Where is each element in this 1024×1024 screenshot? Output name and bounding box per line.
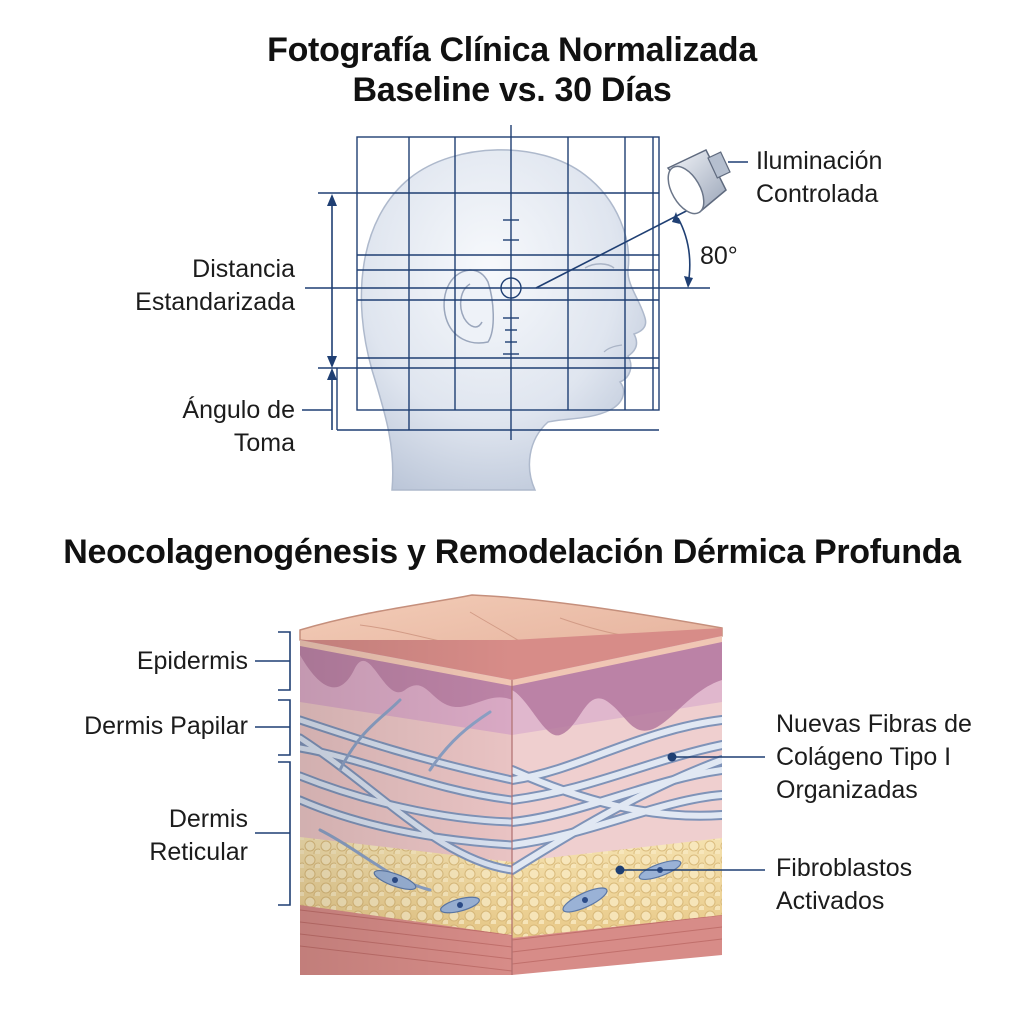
framing-grid <box>318 125 710 440</box>
fibroblasts-annotation: Fibroblastos Activados <box>776 854 913 915</box>
annotation-leaders <box>615 752 765 875</box>
distance-arrow <box>305 194 345 430</box>
title-line-2: Baseline vs. 30 Días <box>352 71 672 109</box>
angle-value: 80° <box>700 242 738 270</box>
angle-label: Ángulo de Toma <box>182 396 295 457</box>
page-title: Fotografía Clínica Normalizada Baseline … <box>0 30 1024 110</box>
papillary-dermis-label: Dermis Papilar <box>84 712 248 740</box>
head-profile <box>360 149 647 491</box>
lamp-icon <box>666 149 748 215</box>
layer-brackets <box>255 631 291 906</box>
title-line-1: Fotografía Clínica Normalizada <box>267 31 757 69</box>
skin-block <box>299 594 723 975</box>
reticular-dermis-label: Dermis Reticular <box>149 805 248 866</box>
lighting-label: Iluminación Controlada <box>756 147 883 208</box>
collagen-annotation: Nuevas Fibras de Colágeno Tipo I Organiz… <box>776 710 972 804</box>
lighting-ray <box>535 204 699 289</box>
center-crosshair <box>500 219 522 355</box>
section-title: Neocolagenogénesis y Remodelación Dérmic… <box>63 533 961 571</box>
epidermis-label: Epidermis <box>136 647 248 675</box>
distance-label: Distancia Estandarizada <box>135 255 295 316</box>
